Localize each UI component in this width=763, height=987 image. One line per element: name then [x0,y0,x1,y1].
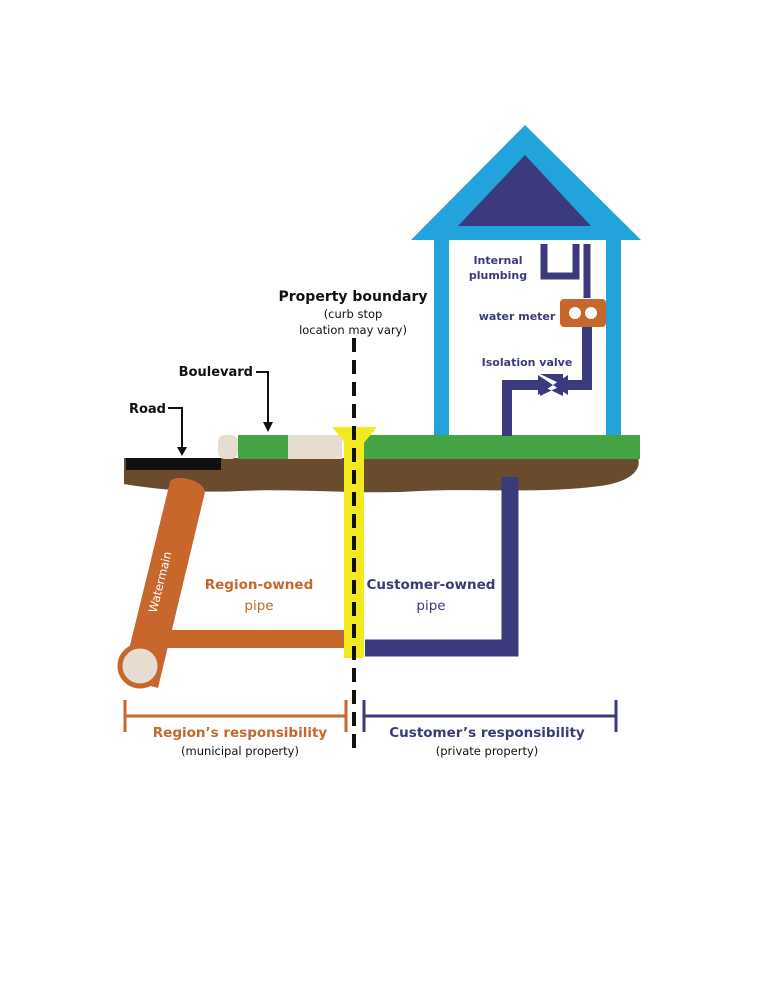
customer-owned-label-line2: pipe [416,598,445,614]
region-responsibility-sublabel: (municipal property) [181,744,299,758]
house-right-wall [606,238,621,438]
watermain-pipe [122,482,205,688]
customer-responsibility-label: Customer’s responsibility [389,725,585,741]
water-meter-box [560,299,606,327]
curb-stop-note-line1: (curb stop [324,307,383,321]
isolation-valve [540,374,563,396]
isolation-valve-label: Isolation valve [482,356,573,369]
watermain-bottom-end [117,643,163,689]
boulevard-pointer [256,371,269,424]
grass-strip [362,435,640,459]
watermain-top-end [169,477,205,497]
boulevard-sidewalk-right [288,435,342,459]
water-meter-dial-left [569,307,581,319]
boulevard-grass [238,435,288,459]
road-pointer-arrow [177,447,187,456]
property-boundary-label: Property boundary [279,289,428,305]
region-owned-label-line2: pipe [244,598,273,614]
customer-responsibility-bracket [362,700,618,732]
internal-plumbing-upper [540,244,591,298]
internal-plumbing-pipe [563,318,592,390]
house-roof-inner [458,155,591,226]
boulevard-pointer-arrow [263,422,273,432]
grass-edge [630,435,640,458]
region-responsibility-bracket [123,700,348,732]
internal-plumbing-label-line2: plumbing [469,269,527,282]
region-owned-label-line1: Region-owned [205,577,314,593]
customer-responsibility-sublabel: (private property) [436,744,539,758]
internal-plumbing-label-line1: Internal [473,254,522,267]
isolation-valve-left [538,375,553,395]
house-left-wall [434,238,449,438]
customer-pipe-riser [502,380,544,436]
curb-stop-note-line2: location may vary) [299,323,407,337]
region-responsibility-label: Region’s responsibility [153,725,328,741]
road-label: Road [129,402,166,417]
boulevard-label: Boulevard [179,365,253,380]
boulevard-sidewalk-left [218,435,238,459]
water-meter-label: water meter [479,310,556,323]
water-meter-dial-right [585,307,597,319]
region-pipe [164,630,349,648]
customer-owned-label-line1: Customer-owned [367,577,496,593]
road-surface [126,458,221,470]
customer-pipe [365,477,519,657]
isolation-valve-right [553,375,568,395]
road-pointer [168,407,183,450]
